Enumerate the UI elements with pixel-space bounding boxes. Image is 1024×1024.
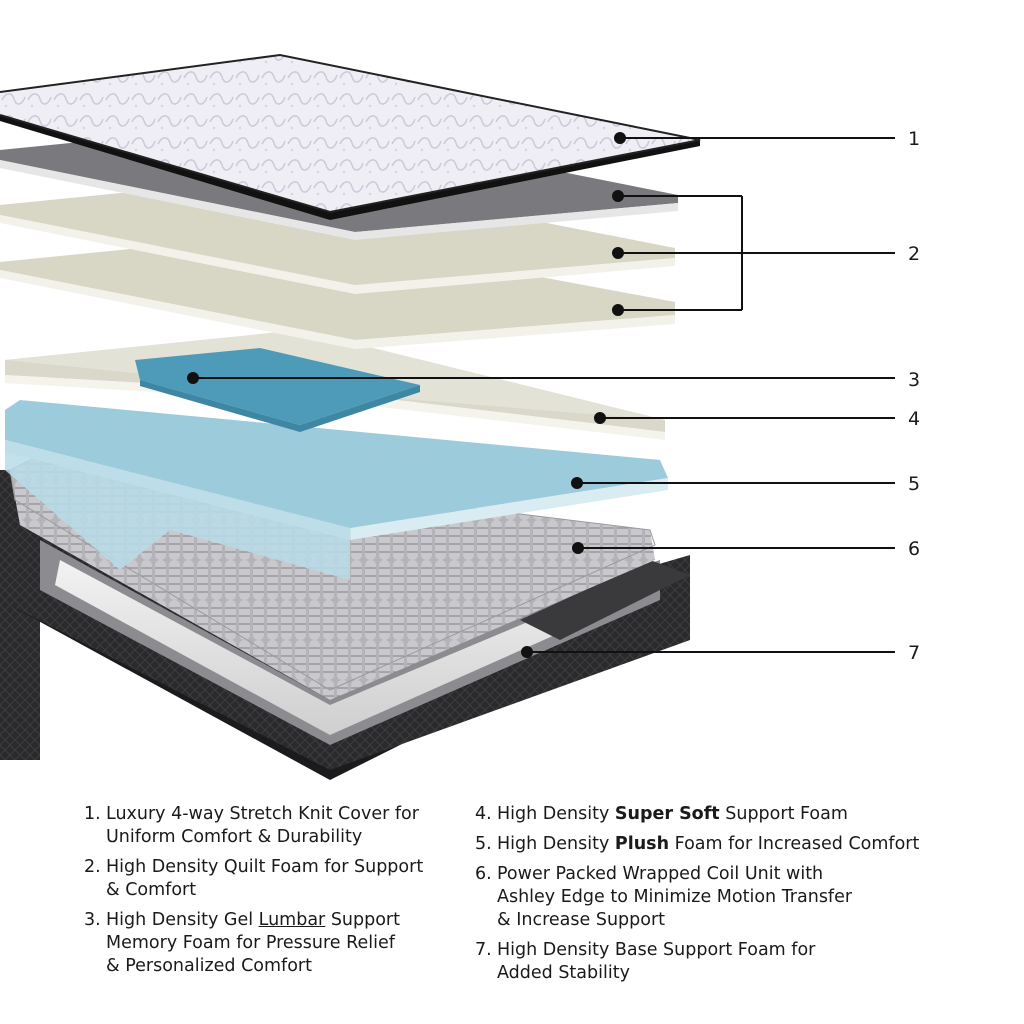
callout-number-1: 1: [908, 128, 920, 150]
legend-line: Foam for Increased Comfort: [669, 834, 920, 854]
legend-item-5: 5. High Density Plush Foam for Increased…: [475, 833, 935, 856]
layer-gel-lumbar-foam: [135, 348, 420, 432]
legend-line: High Density Quilt Foam for Support: [106, 857, 424, 877]
legend-line: Memory Foam for Pressure Relief: [106, 933, 395, 953]
legend-item-1: 1. Luxury 4-way Stretch Knit Cover for U…: [84, 803, 464, 849]
callout-number-7: 7: [908, 642, 920, 664]
legend-line: Luxury 4-way Stretch Knit Cover for: [106, 804, 419, 824]
legend-number: 4.: [475, 804, 492, 824]
legend-number: 7.: [475, 940, 492, 960]
callout-line-7: [521, 646, 895, 658]
layer-base-support-foam: [0, 470, 690, 780]
legend-bold-word: Plush: [614, 834, 670, 854]
legend-item-2: 2. High Density Quilt Foam for Support &…: [84, 856, 464, 902]
legend-line: High Density Gel: [106, 910, 259, 930]
legend-line: Added Stability: [497, 963, 630, 983]
callout-line-4: [594, 412, 895, 424]
legend-number: 1.: [84, 804, 101, 824]
callout-number-2: 2: [908, 243, 920, 265]
callout-number-4: 4: [908, 408, 920, 430]
callout-line-1: [614, 132, 895, 144]
layer-plush-foam: [5, 400, 668, 580]
legend-item-4: 4. High Density Super Soft Support Foam: [475, 803, 935, 826]
legend-number: 3.: [84, 910, 101, 930]
legend-line: High Density: [497, 834, 615, 854]
callout-number-3: 3: [908, 369, 920, 391]
callout-line-3: [187, 372, 895, 384]
legend-text: High Density Super Soft Support Foam: [497, 803, 935, 826]
legend-text: High Density Plush Foam for Increased Co…: [497, 833, 935, 856]
legend-right-column: 4. High Density Super Soft Support Foam …: [475, 803, 935, 992]
legend-text: High Density Base Support Foam for Added…: [497, 939, 935, 985]
layer-knit-cover: [0, 53, 701, 220]
callout-line-5: [571, 477, 895, 489]
legend-line: High Density: [497, 804, 615, 824]
legend-line: High Density Base Support Foam for: [497, 940, 816, 960]
callout-number-6: 6: [908, 538, 920, 560]
legend-text: Power Packed Wrapped Coil Unit with Ashl…: [497, 863, 935, 932]
callout-number-5: 5: [908, 473, 920, 495]
legend-line: & Comfort: [106, 880, 197, 900]
legend-item-6: 6. Power Packed Wrapped Coil Unit with A…: [475, 863, 935, 932]
legend-number: 2.: [84, 857, 101, 877]
legend-text: Luxury 4-way Stretch Knit Cover for Unif…: [106, 803, 464, 849]
legend-line: & Personalized Comfort: [106, 956, 312, 976]
legend-line: Ashley Edge to Minimize Motion Transfer: [497, 887, 853, 907]
legend-line: Support: [325, 910, 400, 930]
legend-line: Support Foam: [719, 804, 848, 824]
legend-item-7: 7. High Density Base Support Foam for Ad…: [475, 939, 935, 985]
legend-underlined-word: Lumbar: [258, 910, 326, 930]
legend-bold-word: Super Soft: [614, 804, 720, 824]
legend-left-column: 1. Luxury 4-way Stretch Knit Cover for U…: [84, 803, 464, 985]
legend-number: 5.: [475, 834, 492, 854]
callout-line-6: [572, 542, 895, 554]
legend-item-3: 3. High Density Gel Lumbar Support Memor…: [84, 909, 464, 978]
legend-text: High Density Quilt Foam for Support & Co…: [106, 856, 464, 902]
mattress-exploded-diagram: 1 2 3 4 5 6 7: [0, 53, 920, 780]
legend-text: High Density Gel Lumbar Support Memory F…: [106, 909, 464, 978]
callout-lines: [187, 132, 895, 658]
legend-number: 6.: [475, 864, 492, 884]
legend-line: & Increase Support: [497, 910, 666, 930]
legend-line: Power Packed Wrapped Coil Unit with: [497, 864, 824, 884]
legend-line: Uniform Comfort & Durability: [106, 827, 363, 847]
callout-line-2: [612, 190, 895, 316]
